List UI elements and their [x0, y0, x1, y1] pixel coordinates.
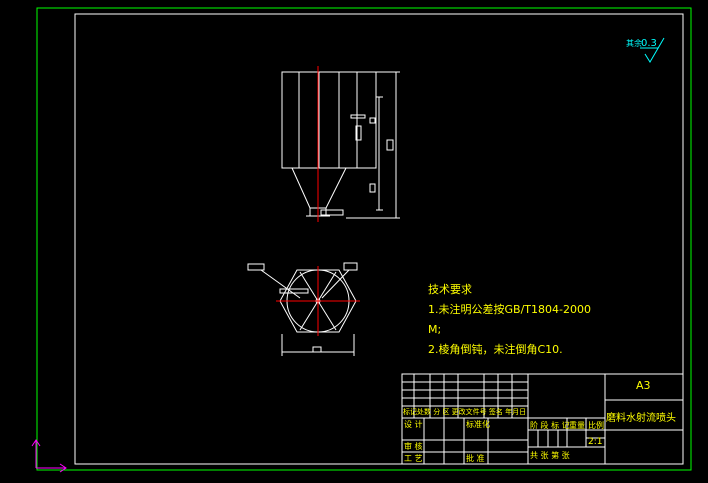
note-line-2: M;	[428, 323, 442, 336]
technical-notes: 技术要求 1.未注明公差按GB/T1804-2000 M; 2.棱角倒钝，未注倒…	[428, 280, 591, 360]
sheet-size: A3	[636, 379, 651, 392]
top-view-centerlines	[276, 266, 360, 336]
process-label: 工 艺	[404, 454, 423, 463]
roughness-value: 0.3	[641, 38, 657, 49]
review-label: 审 核	[404, 442, 423, 451]
drawing-frame	[74, 13, 684, 465]
weight-label: 重量	[569, 421, 585, 430]
standardize-label: 标准化	[466, 420, 490, 429]
part-name: 磨料水射流喷头	[606, 413, 676, 424]
ucs-axis-icon	[31, 439, 67, 473]
scale-label: 比例	[588, 421, 604, 430]
top-view[interactable]	[247, 262, 358, 356]
approve-label: 批 准	[466, 454, 485, 463]
sheet-border	[36, 7, 692, 471]
roughness-symbol-icon	[640, 37, 665, 63]
notes-title: 技术要求	[428, 283, 472, 296]
roughness-label: 其余	[626, 39, 642, 48]
note-line-1: 1.未注明公差按GB/T1804-2000	[428, 303, 591, 316]
note-line-3: 2.棱角倒钝，未注倒角C10.	[428, 343, 563, 356]
sheets-label: 共 张 第 张	[530, 451, 570, 460]
revision-row: 标记处数 分 区 更改文件号 签名 年月日	[403, 408, 527, 416]
scale-value: 2:1	[588, 437, 603, 447]
title-block[interactable]	[401, 373, 684, 465]
stage-label: 阶 段 标 记	[530, 421, 570, 430]
front-view[interactable]	[281, 71, 400, 219]
design-label: 设 计	[404, 420, 423, 429]
